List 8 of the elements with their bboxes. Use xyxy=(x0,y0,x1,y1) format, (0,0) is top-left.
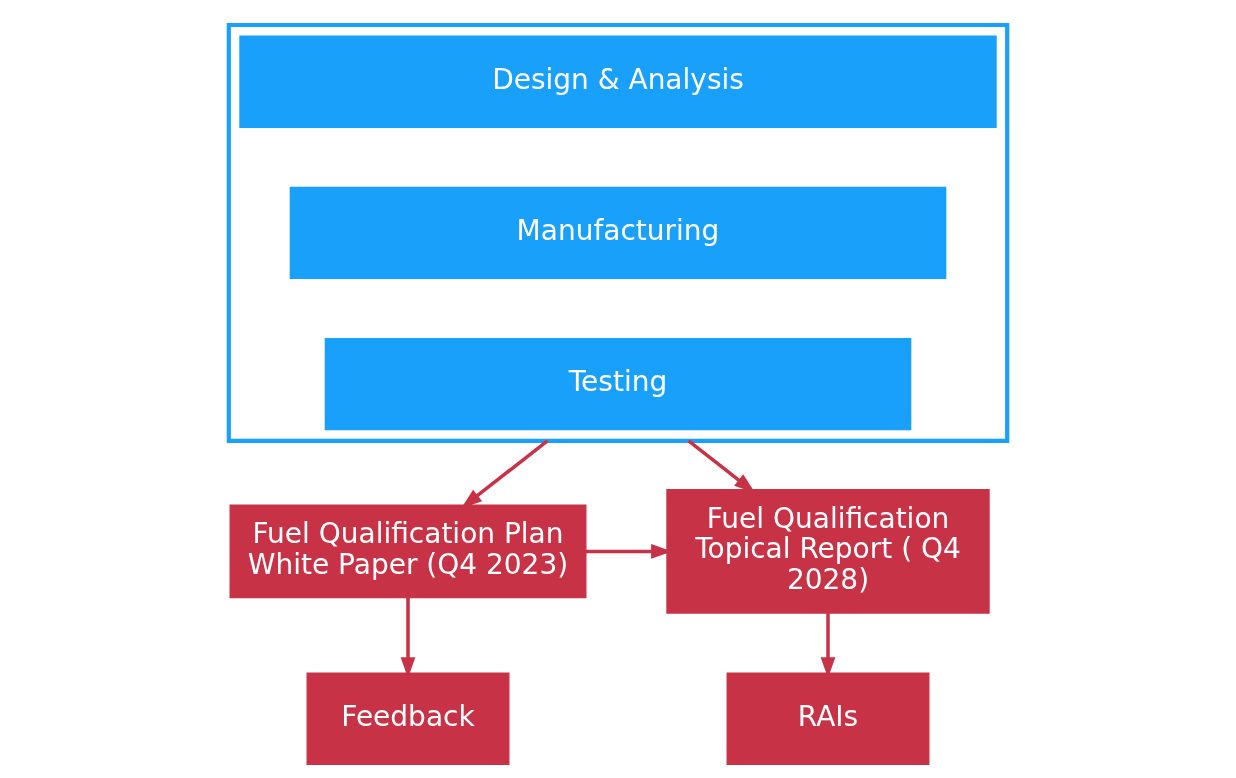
node-box: Design & Analysis xyxy=(239,35,997,128)
node-box: RAIs xyxy=(726,672,930,765)
node-box: Testing xyxy=(324,337,912,431)
node-box: Fuel Qualification Plan White Paper (Q4 2023) xyxy=(229,504,587,599)
node-box: Feedback xyxy=(306,672,510,765)
cluster xyxy=(226,22,1010,443)
node-box: Fuel Qualification Topical Report ( Q4 2028) xyxy=(666,489,990,614)
node-box: Manufacturing xyxy=(289,186,947,280)
